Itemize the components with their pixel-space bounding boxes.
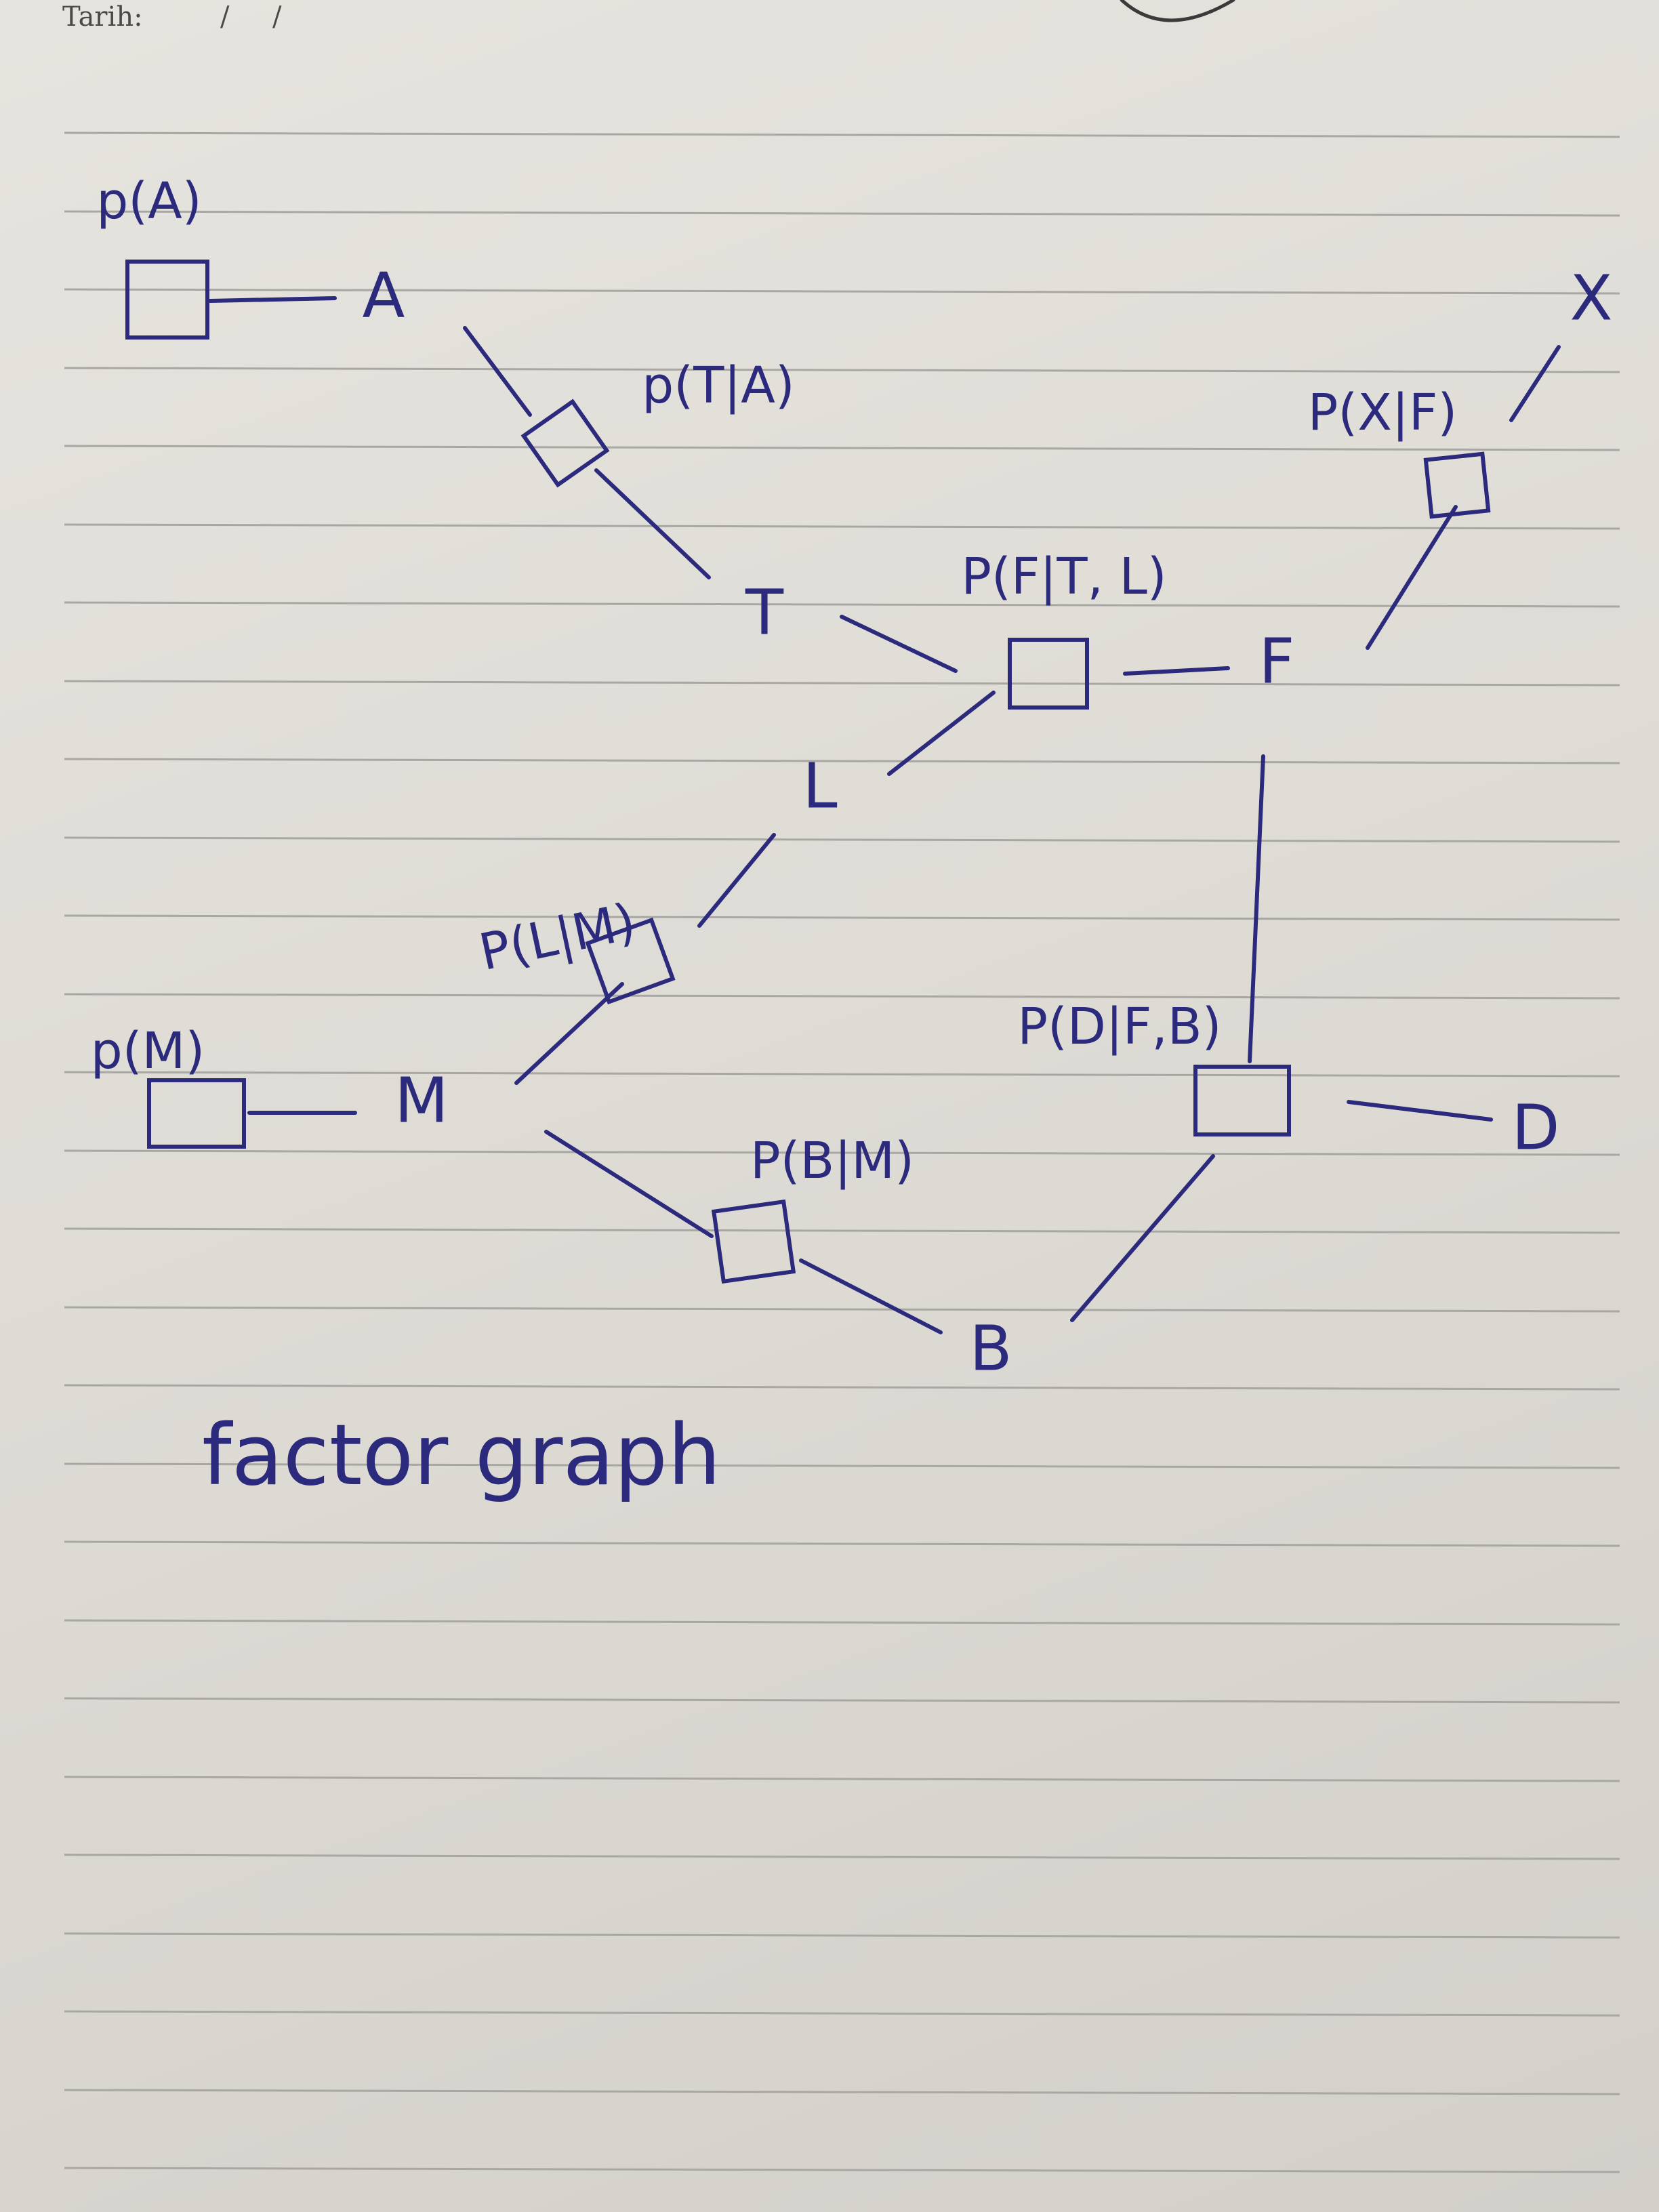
edge-B-pDFB bbox=[1070, 1154, 1215, 1322]
ruled-line bbox=[64, 1227, 1620, 1234]
edge-pBM-B bbox=[799, 1258, 943, 1334]
ruled-line bbox=[64, 758, 1620, 764]
edge-pDFB-D bbox=[1347, 1100, 1493, 1122]
edge-pFTL-F bbox=[1123, 666, 1230, 676]
variable-D: D bbox=[1512, 1092, 1560, 1164]
date-separators: / / bbox=[220, 1, 282, 33]
ruled-line bbox=[64, 1149, 1620, 1156]
ruled-line bbox=[64, 1697, 1620, 1704]
variable-L: L bbox=[802, 750, 837, 823]
ruled-line bbox=[64, 1540, 1620, 1547]
factor-label-pLM: P(L|M) bbox=[474, 893, 640, 982]
variable-T: T bbox=[745, 577, 784, 649]
factor-box-pM bbox=[147, 1078, 246, 1149]
ruled-line bbox=[64, 1071, 1620, 1078]
ruled-line bbox=[64, 680, 1620, 687]
factor-box-pFTL bbox=[1008, 638, 1089, 710]
edge-F-pXF bbox=[1366, 505, 1458, 650]
edge-pXF-X bbox=[1509, 345, 1561, 422]
factor-label-pA: p(A) bbox=[96, 172, 201, 230]
factor-label-pXF: P(X|F) bbox=[1308, 384, 1458, 442]
date-label: Tarih: bbox=[62, 1, 143, 33]
ruled-line bbox=[64, 1776, 1620, 1782]
factor-label-pFTL: P(F|T, L) bbox=[961, 548, 1166, 606]
factor-box-pLM bbox=[585, 917, 676, 1005]
factor-box-pXF bbox=[1423, 451, 1491, 519]
factor-box-pDFB bbox=[1193, 1065, 1291, 1136]
variable-X: X bbox=[1570, 262, 1612, 335]
factor-box-pBM bbox=[711, 1199, 796, 1284]
ruled-line bbox=[64, 1932, 1620, 1939]
ruled-line bbox=[64, 1853, 1620, 1860]
factor-box-pA bbox=[125, 260, 209, 340]
ruled-line bbox=[64, 523, 1620, 530]
ruled-line bbox=[64, 914, 1620, 921]
edge-pTA-T bbox=[594, 468, 711, 579]
factor-label-pTA: p(T|A) bbox=[642, 356, 794, 415]
edge-pFTL-L bbox=[887, 691, 996, 776]
edge-pA-A bbox=[208, 296, 337, 303]
graph-edges bbox=[208, 296, 1561, 1334]
edge-F-pDFB bbox=[1248, 754, 1265, 1063]
ruled-line bbox=[64, 131, 1620, 138]
factor-label-pDFB: P(D|F,B) bbox=[1017, 998, 1221, 1056]
ruled-line bbox=[64, 367, 1620, 373]
variable-A: A bbox=[363, 260, 405, 332]
edge-L-pLM bbox=[697, 833, 776, 928]
ruled-line bbox=[64, 1306, 1620, 1313]
variable-B: B bbox=[969, 1313, 1012, 1385]
variable-F: F bbox=[1259, 626, 1295, 698]
ruled-line bbox=[64, 445, 1620, 451]
ruled-line bbox=[64, 1619, 1620, 1626]
ruled-line bbox=[64, 993, 1620, 1000]
edge-A-pTA bbox=[463, 326, 532, 417]
ruled-line bbox=[64, 601, 1620, 608]
caption-factor-graph: factor graph bbox=[202, 1407, 721, 1504]
edge-M-pBM bbox=[544, 1130, 714, 1238]
variable-nodes: A T F X L M B D bbox=[363, 260, 1613, 1385]
ruled-line bbox=[64, 288, 1620, 295]
factor-box-pTA bbox=[520, 398, 610, 488]
edge-T-pFTL bbox=[840, 615, 958, 673]
edge-pLM-M bbox=[514, 982, 624, 1085]
ruled-line bbox=[64, 836, 1620, 843]
factor-labels: p(A) p(T|A) P(X|F) P(F|T, L) P(L|M) p(M)… bbox=[91, 172, 1458, 1190]
ruled-line bbox=[64, 2089, 1620, 2095]
header-circle-mark bbox=[1120, 0, 1235, 22]
ruled-lines bbox=[64, 131, 1620, 2173]
factor-label-pBM: P(B|M) bbox=[750, 1132, 914, 1190]
factor-label-pM: p(M) bbox=[91, 1022, 205, 1080]
factor-nodes bbox=[125, 260, 1491, 1284]
ruled-line bbox=[64, 210, 1620, 217]
ruled-line bbox=[64, 2167, 1620, 2173]
ruled-line bbox=[64, 2010, 1620, 2017]
ruled-line bbox=[64, 1462, 1620, 1469]
variable-M: M bbox=[394, 1065, 448, 1137]
ruled-line bbox=[64, 1384, 1620, 1391]
